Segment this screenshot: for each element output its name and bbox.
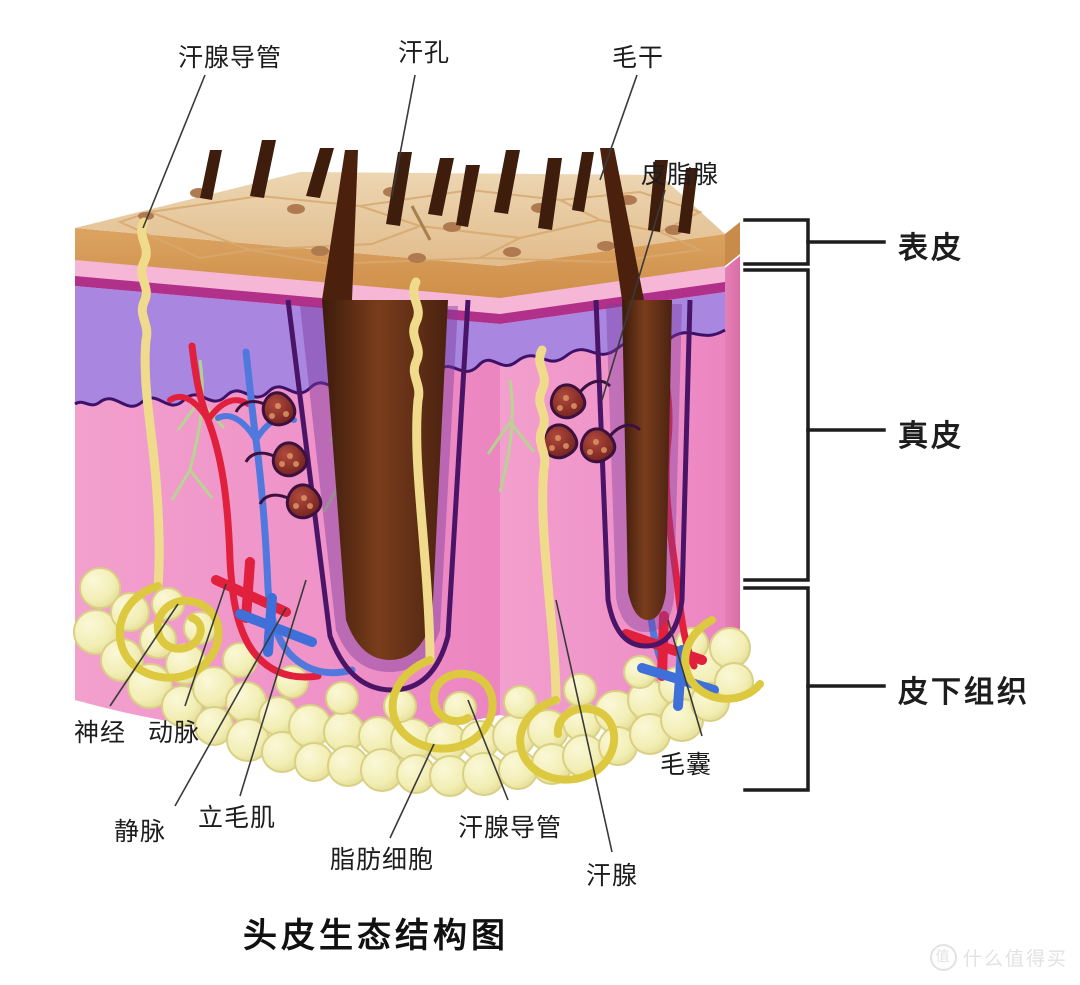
leader-sweat-gland [555, 599, 613, 853]
sweat-gland-coil-right [516, 696, 619, 784]
hair-shafts-surface [200, 140, 698, 234]
watermark-badge-icon: 值 [930, 944, 957, 971]
leader-sebaceous [601, 189, 666, 401]
leader-arrector-pili [239, 579, 307, 797]
watermark: 值 什么值得买 [930, 944, 1068, 971]
callout-leader-lines [109, 74, 703, 853]
label-arrector-pili: 立毛肌 [198, 803, 277, 832]
sweat-gland-coil-left [115, 582, 223, 682]
label-fat-cell: 脂肪细胞 [330, 845, 435, 874]
hair-shaft-center [322, 150, 358, 300]
vellus-hair [410, 205, 432, 241]
diagram-title: 头皮生态结构图 [243, 916, 509, 956]
leader-sweat-pore [391, 74, 416, 197]
sweat-gland-coil-middle [388, 656, 497, 753]
leader-hair-shaft [599, 74, 638, 181]
hair-follicle-sheath-right [593, 299, 693, 649]
sebaceous-gland-right-group [541, 379, 642, 464]
sweat-duct-middle [409, 277, 435, 665]
label-sweat-duct-bottom: 汗腺导管 [458, 813, 563, 842]
leader-fat-cell [389, 743, 435, 839]
label-sweat-duct-top: 汗腺导管 [178, 43, 283, 72]
leader-hair-follicle [667, 619, 703, 737]
bracket-dermis [743, 268, 810, 582]
vein-left [242, 348, 356, 677]
epidermis-side-face [725, 222, 740, 266]
hair-root-right [622, 300, 672, 620]
sweat-duct-left [137, 217, 164, 591]
label-layer-epidermis: 表皮 [898, 231, 964, 266]
leader-artery [184, 583, 227, 707]
label-hair-follicle: 毛囊 [660, 750, 713, 779]
sweat-duct-right [535, 345, 561, 705]
label-sweat-gland: 汗腺 [586, 861, 639, 890]
label-layer-dermis: 真皮 [898, 419, 964, 454]
skin-block [73, 140, 764, 797]
label-sweat-pore: 汗孔 [398, 38, 451, 67]
label-sebaceous-gland: 皮脂腺 [641, 160, 720, 189]
artery-left [188, 342, 322, 681]
vessel-cross-marks-left [211, 557, 317, 657]
label-layer-subcutis: 皮下组织 [898, 675, 1030, 710]
label-artery: 动脉 [148, 718, 201, 747]
sweat-gland-coil-far-right [681, 616, 764, 703]
label-hair-shaft: 毛干 [612, 43, 665, 72]
watermark-text: 什么值得买 [963, 948, 1069, 970]
label-nerve: 神经 [74, 718, 127, 747]
hair-shaft-right [600, 148, 644, 300]
leader-nerve [109, 603, 179, 707]
bracket-epidermis [743, 218, 810, 266]
dermis-side-face [725, 256, 740, 690]
bracket-subcutis [743, 586, 810, 792]
sebaceous-gland-left-group [234, 391, 323, 520]
layer-brackets [743, 218, 886, 792]
label-vein: 静脉 [114, 817, 167, 846]
skin-pore-dots [138, 187, 683, 263]
leader-sweat-duct-bottom [467, 699, 509, 801]
leader-vein [174, 607, 287, 807]
basal-stripe [75, 276, 725, 324]
leader-sweat-duct-top [142, 74, 206, 229]
